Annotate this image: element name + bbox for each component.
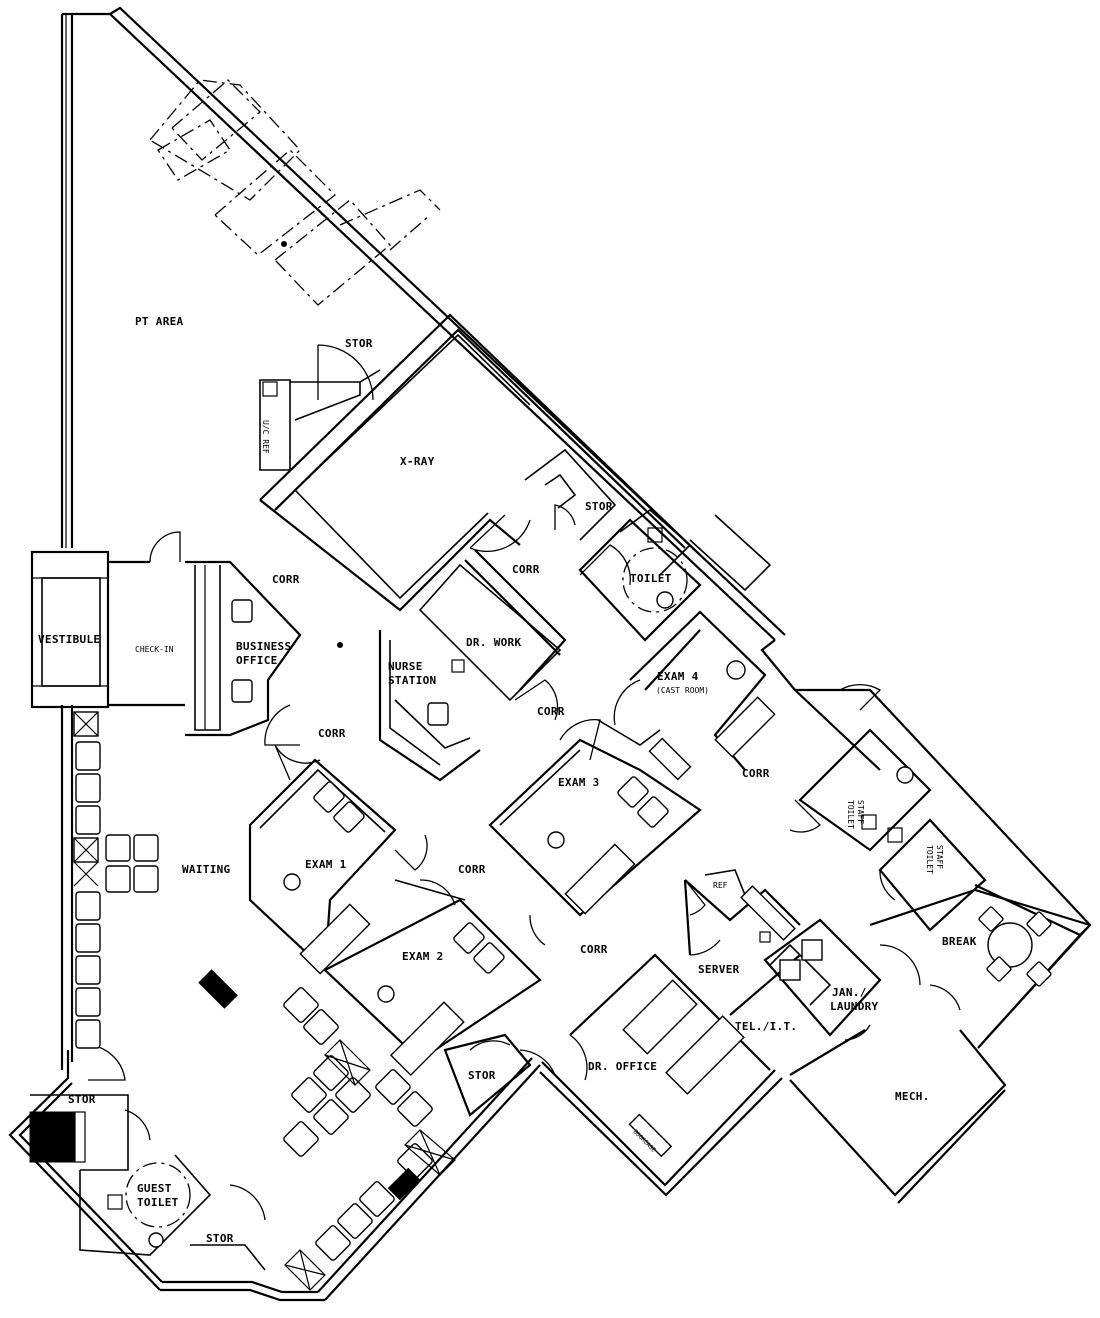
crossed-panels (284, 1039, 456, 1291)
label-uc-ref: U/C REF (261, 420, 270, 454)
label-corr-4: CORR (318, 727, 346, 740)
label-tel-it: TEL./I.T. (735, 1020, 797, 1033)
label-exam1: EXAM 1 (305, 858, 347, 871)
label-guest-toilet-2: TOILET (137, 1196, 179, 1209)
label-business-office-2: OFFICE (236, 654, 278, 667)
outer-walls (8, 6, 1092, 1302)
floor-box (198, 969, 238, 1009)
label-staff-toilet-b1: STAFF (935, 845, 944, 869)
label-ref: REF (713, 881, 728, 890)
furniture (29, 381, 1052, 1291)
doors (87, 344, 961, 1221)
label-pt-area: PT AREA (135, 315, 184, 328)
label-staff-toilet-a2: TOILET (846, 800, 855, 829)
label-exam3: EXAM 3 (558, 776, 600, 789)
label-stor-left: STOR (68, 1093, 96, 1106)
waiting-center-chairs (105, 834, 159, 893)
storage-block (29, 1111, 76, 1163)
pt-equipment (149, 79, 441, 306)
label-nurse-station-2: STATION (388, 674, 436, 687)
label-check-in: CHECK-IN (135, 645, 174, 654)
label-business-office-1: BUSINESS (236, 640, 291, 653)
label-dr-office: DR. OFFICE (588, 1060, 657, 1073)
label-guest-toilet-1: GUEST (137, 1182, 172, 1195)
label-exam2: EXAM 2 (402, 950, 444, 963)
label-stor-bottom: STOR (206, 1232, 234, 1245)
label-toilet: TOILET (630, 572, 672, 585)
label-mech: MECH. (895, 1090, 930, 1103)
label-vestibule: VESTIBULE (38, 633, 100, 646)
label-staff-toilet-b2: TOILET (925, 845, 934, 874)
label-corr-3: CORR (537, 705, 565, 718)
waiting-diagonal-chairs (283, 987, 433, 1261)
label-nurse-station-1: NURSE (388, 660, 423, 673)
label-exam4-1: EXAM 4 (657, 670, 699, 683)
label-jan-laundry-1: JAN./ (832, 986, 867, 999)
label-staff-toilet-a1: STAFF (856, 800, 865, 824)
label-corr-6: CORR (458, 863, 486, 876)
interior-walls (30, 313, 1091, 1271)
label-waiting: WAITING (182, 863, 231, 876)
label-corr-1: CORR (512, 563, 540, 576)
label-server: SERVER (698, 963, 740, 976)
label-exam4-2: (CAST ROOM) (656, 686, 709, 695)
room-labels: PT AREA STOR X-RAY STOR CORR CORR TOILET… (38, 315, 977, 1245)
waiting-wall-chairs (73, 711, 101, 1049)
label-stor-top: STOR (345, 337, 373, 350)
label-corr-7: CORR (580, 943, 608, 956)
label-corr-5: CORR (742, 767, 770, 780)
label-xray: X-RAY (400, 455, 435, 468)
label-jan-laundry-2: LAUNDRY (830, 1000, 879, 1013)
label-break: BREAK (942, 935, 977, 948)
label-stor-mid: STOR (468, 1069, 496, 1082)
label-stor-xray: STOR (585, 500, 613, 513)
label-corr-2: CORR (272, 573, 300, 586)
label-dr-work: DR. WORK (466, 636, 521, 649)
